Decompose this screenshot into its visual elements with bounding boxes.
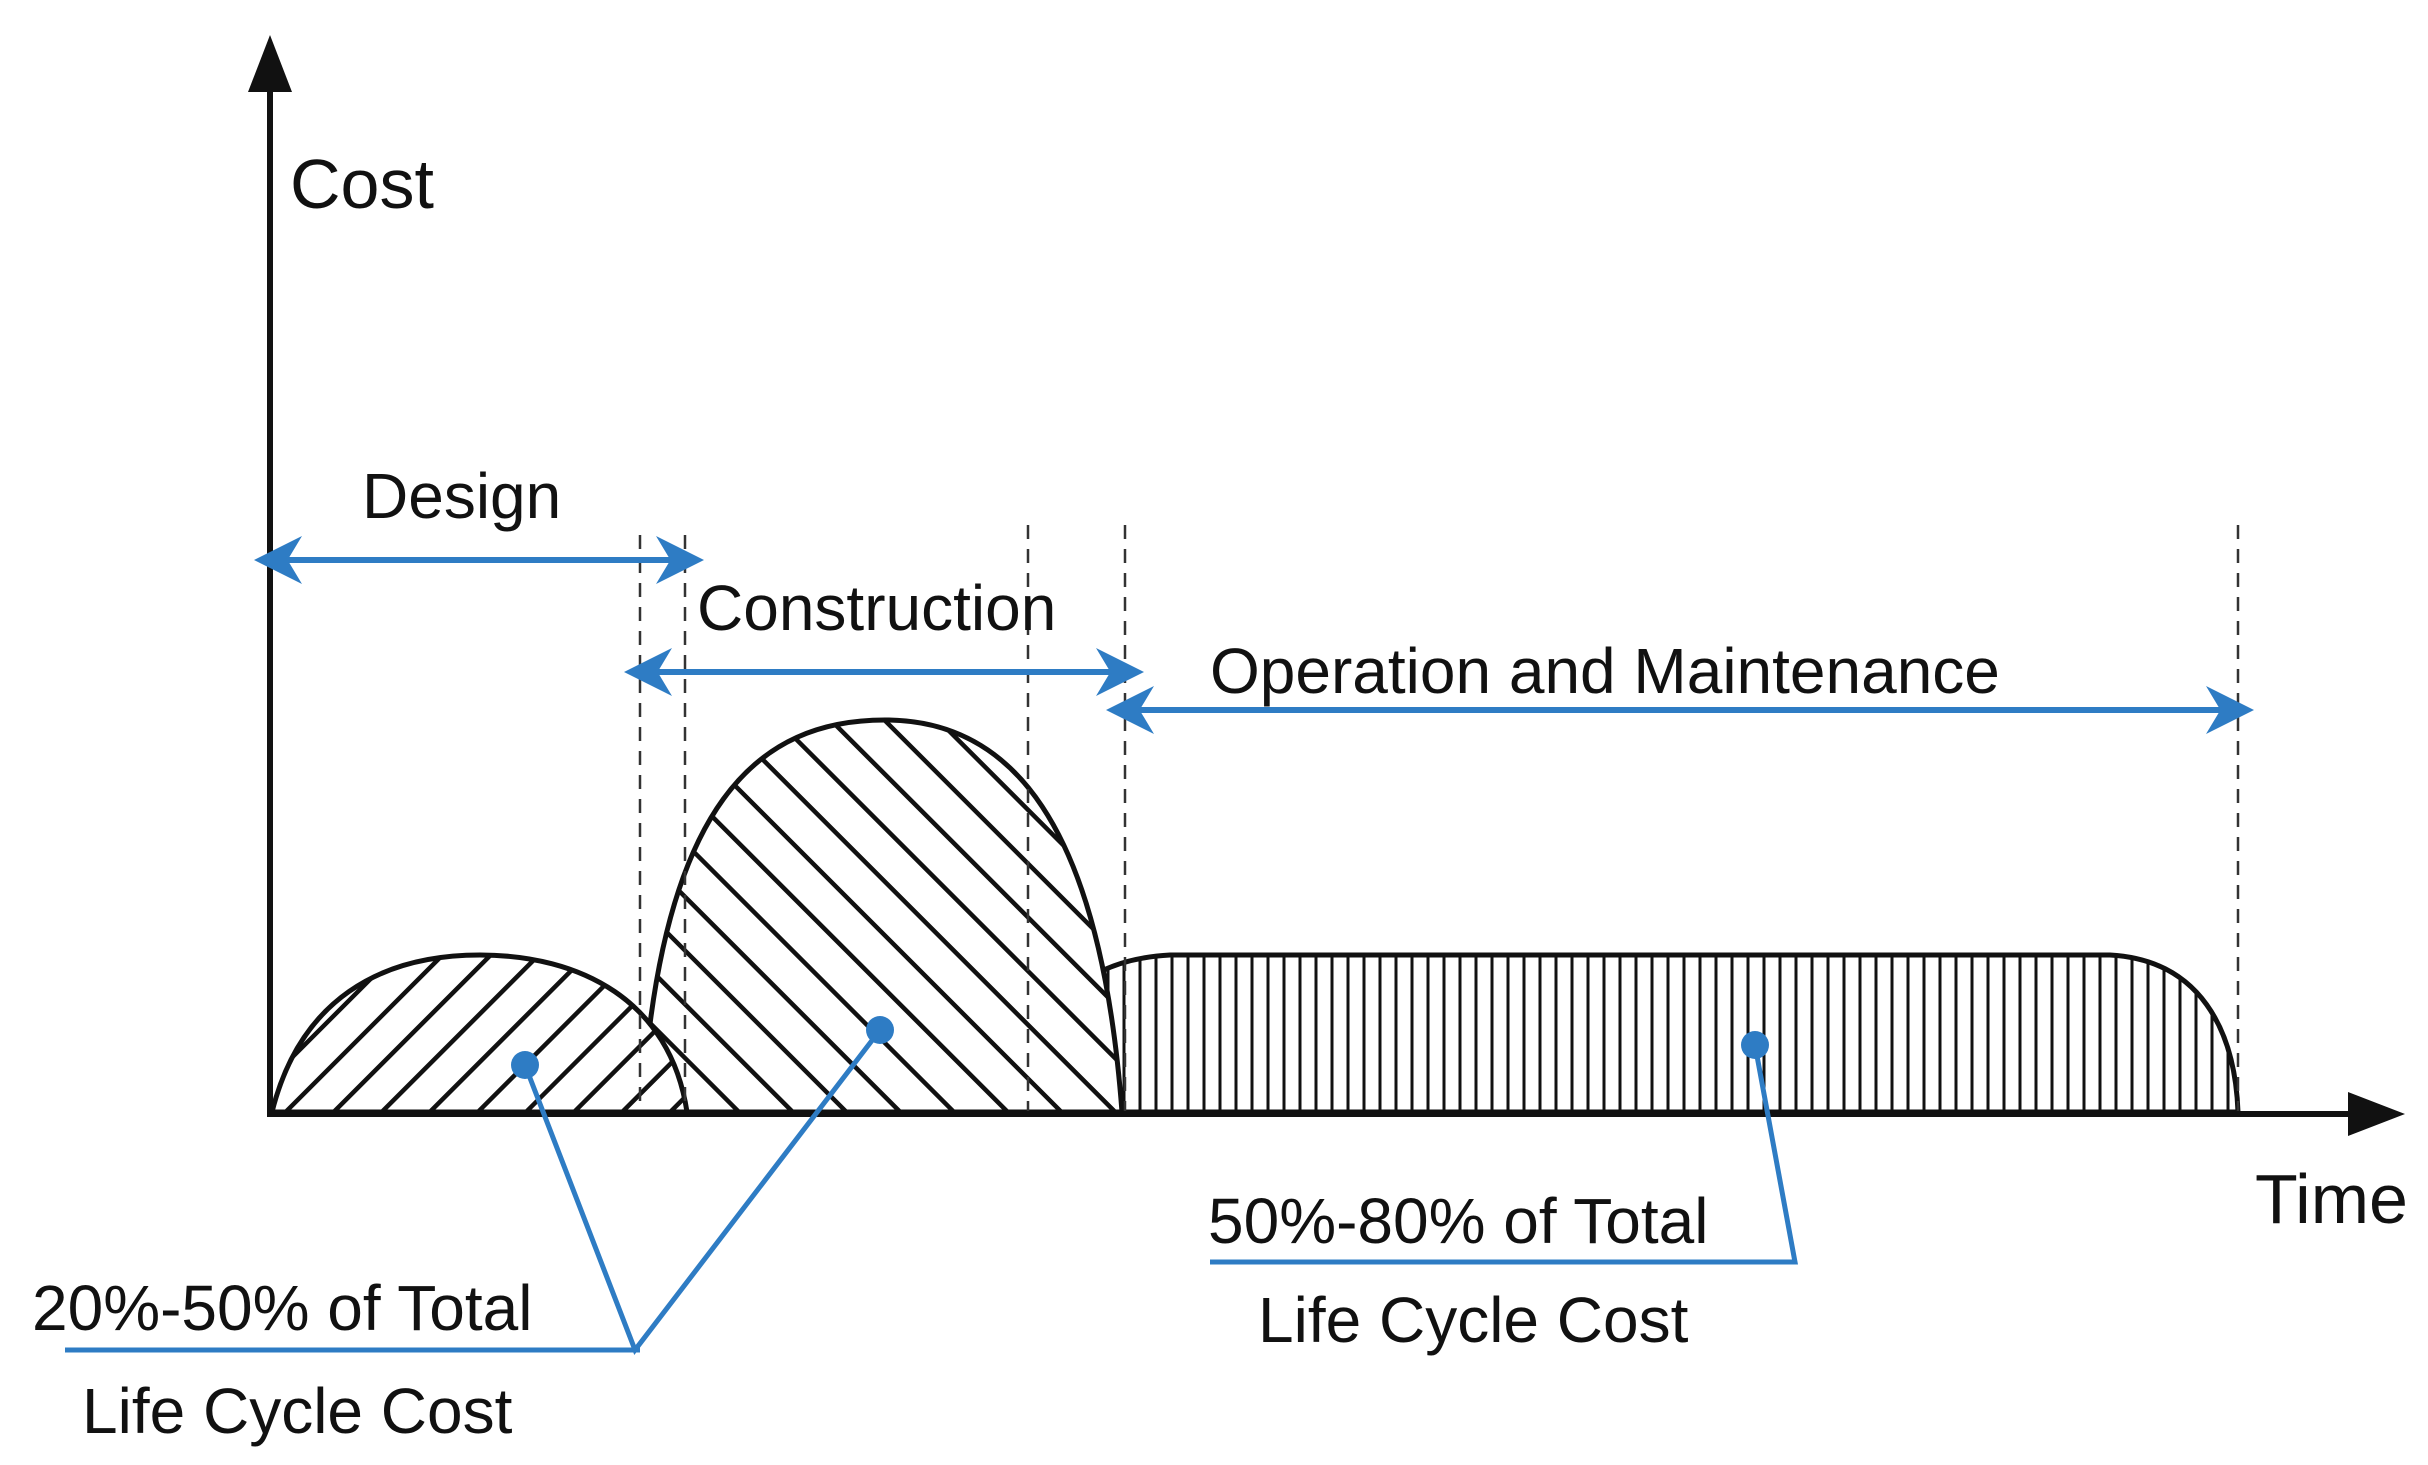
left-callout-line1: 20%-50% of Total <box>32 1272 532 1344</box>
left-callout-line2: Life Cycle Cost <box>82 1375 513 1447</box>
operation-callout-dot <box>1741 1031 1769 1059</box>
right-callout-leader <box>1210 1044 1799 1265</box>
construction-callout-dot <box>866 1016 894 1044</box>
design-callout-dot <box>511 1051 539 1079</box>
x-axis-label: Time <box>2255 1160 2408 1238</box>
right-callout-line1: 50%-80% of Total <box>1208 1185 1708 1257</box>
construction-cost-area <box>639 717 1125 1115</box>
design-cost-area <box>268 952 690 1115</box>
y-axis-arrowhead <box>248 35 292 92</box>
y-axis-label: Cost <box>290 145 434 223</box>
operation-cost-area <box>1022 952 2241 1115</box>
right-callout-line2: Life Cycle Cost <box>1258 1284 1689 1356</box>
operation-phase-label: Operation and Maintenance <box>1210 635 2000 707</box>
design-phase-label: Design <box>362 460 561 532</box>
construction-phase-label: Construction <box>697 572 1056 644</box>
x-axis-arrowhead <box>2348 1092 2405 1136</box>
